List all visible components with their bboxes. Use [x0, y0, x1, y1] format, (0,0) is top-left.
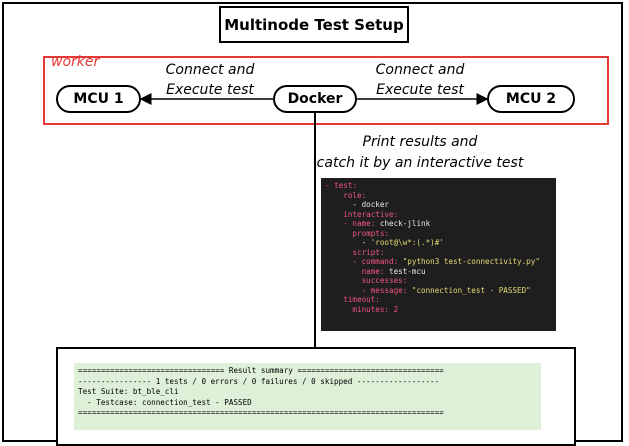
code-token: role:: [325, 190, 367, 200]
print-results-label: Print results and catch it by an interac…: [300, 132, 540, 174]
code-token: name:: [325, 266, 390, 276]
code-line: interactive:: [325, 210, 552, 220]
result-line: ========================================…: [78, 408, 444, 417]
code-token: - message:: [325, 285, 412, 295]
node-mcu2: MCU 2: [487, 85, 575, 113]
node-docker: Docker: [273, 85, 357, 113]
code-token: 'root@\w*:(.*)#': [370, 238, 444, 247]
code-token: 2: [393, 304, 399, 314]
code-token: test:: [334, 181, 358, 190]
worker-label: worker: [51, 54, 100, 70]
code-token: timeout:: [325, 295, 380, 304]
edge-label-left-line2: Execute test: [166, 82, 254, 98]
code-token: prompts:: [325, 228, 390, 238]
code-token: -: [325, 238, 371, 247]
code-token: "python3 test-connectivity.py": [402, 257, 540, 266]
code-token: - name:: [325, 219, 380, 228]
code-line: timeout:: [325, 295, 552, 305]
result-summary-box: ================================ Result …: [56, 347, 576, 446]
print-label-line1: Print results and: [362, 134, 478, 150]
result-line: ---------------- 1 tests / 0 errors / 0 …: [78, 376, 440, 386]
print-label-line2: catch it by an interactive test: [316, 155, 524, 171]
node-mcu1: MCU 1: [56, 85, 141, 113]
code-token: interactive:: [325, 209, 399, 219]
code-line: minutes: 2: [325, 305, 552, 315]
code-line: script:: [325, 248, 552, 258]
code-token: minutes:: [325, 304, 394, 314]
code-token: - command:: [325, 257, 403, 266]
worker-group-box: [43, 56, 609, 125]
result-line: Test Suite: bt_ble_cli: [78, 387, 179, 396]
code-line: name: test-mcu: [325, 267, 552, 277]
code-line: prompts:: [325, 229, 552, 239]
code-line: - 'root@\w*:(.*)#': [325, 238, 552, 248]
edge-label-left: Connect and Execute test: [150, 60, 270, 100]
result-summary-output: ================================ Result …: [74, 363, 541, 430]
edge-label-right: Connect and Execute test: [360, 60, 480, 100]
code-line: - message: "connection_test - PASSED": [325, 286, 552, 296]
edge-label-right-line2: Execute test: [376, 82, 464, 98]
edge-label-right-line1: Connect and: [375, 62, 465, 78]
code-line: - docker: [325, 200, 552, 210]
code-token: "connection_test - PASSED": [411, 285, 531, 295]
code-token: -: [325, 181, 335, 190]
result-line: ================================ Result …: [78, 366, 444, 375]
result-line: - Testcase: connection_test - PASSED: [78, 397, 252, 407]
yaml-code-block: - test: role: - docker interactive: - na…: [321, 178, 556, 331]
diagram-title: Multinode Test Setup: [219, 6, 409, 43]
code-token: - docker: [325, 200, 390, 209]
code-line: - command: "python3 test-connectivity.py…: [325, 257, 552, 267]
code-line: - name: check-jlink: [325, 219, 552, 229]
edge-label-left-line1: Connect and: [165, 62, 255, 78]
code-line: role:: [325, 191, 552, 201]
code-token: successes:: [325, 276, 408, 285]
code-token: script:: [325, 247, 385, 257]
code-token: test-mcu: [389, 266, 426, 276]
code-line: successes:: [325, 276, 552, 286]
code-token: check-jlink: [379, 219, 431, 228]
code-line: - test:: [325, 181, 552, 191]
